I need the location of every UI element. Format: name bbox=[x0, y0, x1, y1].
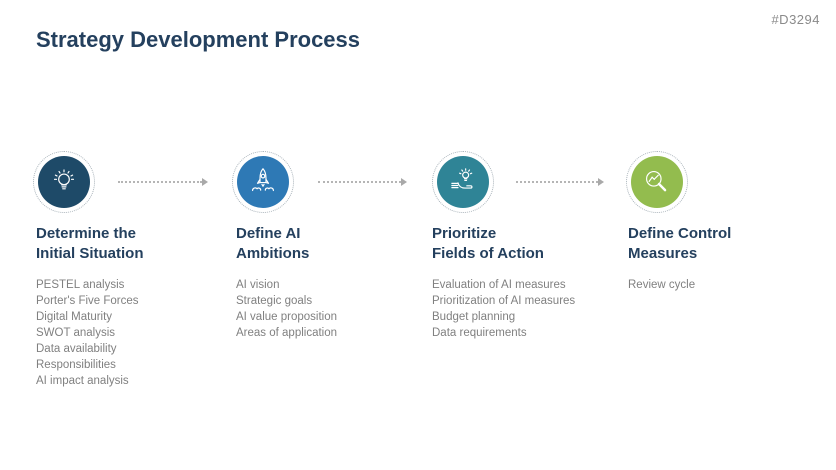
step-title-line2: Initial Situation bbox=[36, 244, 144, 262]
step-item: Review cycle bbox=[628, 278, 696, 291]
step-item: Digital Maturity bbox=[36, 310, 113, 323]
step-item: PESTEL analysis bbox=[36, 278, 125, 291]
step-item: AI value proposition bbox=[236, 310, 338, 323]
lightbulb-icon bbox=[38, 156, 90, 208]
step-title-line1: Define AI bbox=[236, 225, 301, 242]
step-title-line1: Define Control bbox=[628, 225, 732, 242]
step-item: Evaluation of AI measures bbox=[432, 278, 566, 291]
document-id: #D3294 bbox=[771, 12, 820, 27]
step-title-line2: Ambitions bbox=[236, 244, 310, 262]
step-circle bbox=[33, 151, 95, 213]
step-item: Budget planning bbox=[432, 310, 516, 323]
hand-holding-bulb-icon bbox=[437, 156, 489, 208]
step-item: Areas of application bbox=[236, 326, 338, 339]
step-circle bbox=[432, 151, 494, 213]
step-title-line1: Determine the bbox=[36, 225, 137, 242]
step-item: Data requirements bbox=[432, 326, 527, 339]
step-item-list: Review cycle bbox=[628, 277, 816, 293]
step-item: Porter's Five Forces bbox=[36, 294, 139, 307]
step-item: Strategic goals bbox=[236, 294, 313, 307]
step-title-line1: Prioritize bbox=[432, 225, 497, 242]
step-item: SWOT analysis bbox=[36, 326, 116, 339]
rocket-icon bbox=[237, 156, 289, 208]
step-title: Define AI Ambitions bbox=[236, 224, 424, 264]
process-arrow bbox=[318, 178, 407, 186]
step-item: Data availability bbox=[36, 342, 117, 355]
page-title: Strategy Development Process bbox=[36, 27, 361, 52]
step-item: AI vision bbox=[236, 278, 280, 291]
process-arrow bbox=[118, 178, 208, 186]
step-item: Responsibilities bbox=[36, 358, 116, 371]
step-circle bbox=[626, 151, 688, 213]
step-item: AI impact analysis bbox=[36, 374, 129, 387]
step-title-line2: Fields of Action bbox=[432, 244, 544, 262]
process-arrow bbox=[516, 178, 604, 186]
step-title-line2: Measures bbox=[628, 244, 698, 262]
step-item: Prioritization of AI measures bbox=[432, 294, 576, 307]
step-circle bbox=[232, 151, 294, 213]
magnifier-chart-icon bbox=[631, 156, 683, 208]
